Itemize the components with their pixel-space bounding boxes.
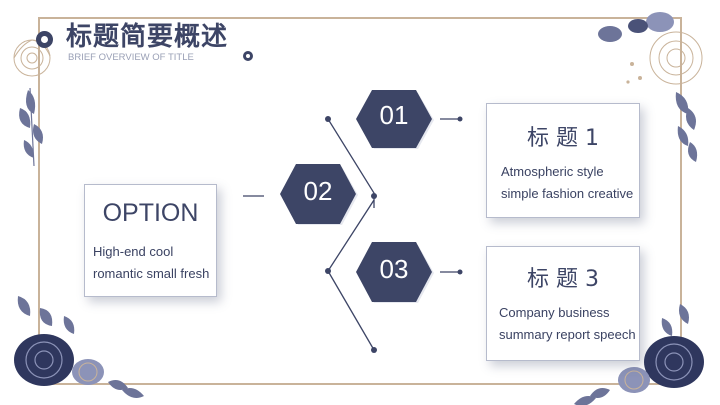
- option-card-line-1: High-end cool: [93, 244, 174, 259]
- floral-corner-top-right: [598, 12, 703, 162]
- page-title: 标题简要概述: [66, 22, 229, 52]
- title-dot-icon: [36, 31, 53, 48]
- step-label: 02: [303, 176, 333, 206]
- decorative-frame: [38, 17, 682, 385]
- connector-dot: [457, 269, 463, 275]
- floral-corner-bottom-right: [574, 304, 704, 405]
- page-subtitle: BRIEF OVERVIEW OF TITLE: [68, 52, 194, 63]
- info-card-3-line-2: summary report speech: [499, 327, 636, 342]
- info-card-1: 标 题 1 Atmospheric style simple fashion c…: [486, 103, 640, 218]
- step-hexagon-01: 01: [354, 88, 434, 150]
- step-hexagon-03: 03: [354, 240, 434, 304]
- option-card: OPTION High-end cool romantic small fres…: [84, 184, 217, 297]
- connector-dot: [371, 347, 377, 353]
- step-hexagon-02: 02: [278, 162, 358, 226]
- step-label: 01: [379, 100, 409, 130]
- info-card-3: 标 题 3 Company business summary report sp…: [486, 246, 640, 361]
- info-card-3-line-1: Company business: [499, 305, 610, 320]
- floral-corner-top-left: [13, 39, 51, 167]
- connector-dot: [371, 193, 377, 199]
- option-card-title: OPTION: [102, 199, 199, 227]
- info-card-1-line-1: Atmospheric style: [501, 164, 604, 179]
- step-label: 03: [379, 254, 409, 284]
- info-card-3-title: 标 题 3: [527, 267, 599, 292]
- connector-dot: [325, 268, 331, 274]
- floral-corner-bottom-left: [14, 296, 144, 398]
- info-card-1-line-2: simple fashion creative: [501, 186, 634, 201]
- title-small-dot-icon: [243, 51, 253, 61]
- connector-dot: [457, 116, 463, 122]
- info-card-1-title: 标 题 1: [527, 126, 599, 151]
- connector-dot: [325, 116, 331, 122]
- option-card-line-2: romantic small fresh: [93, 266, 210, 281]
